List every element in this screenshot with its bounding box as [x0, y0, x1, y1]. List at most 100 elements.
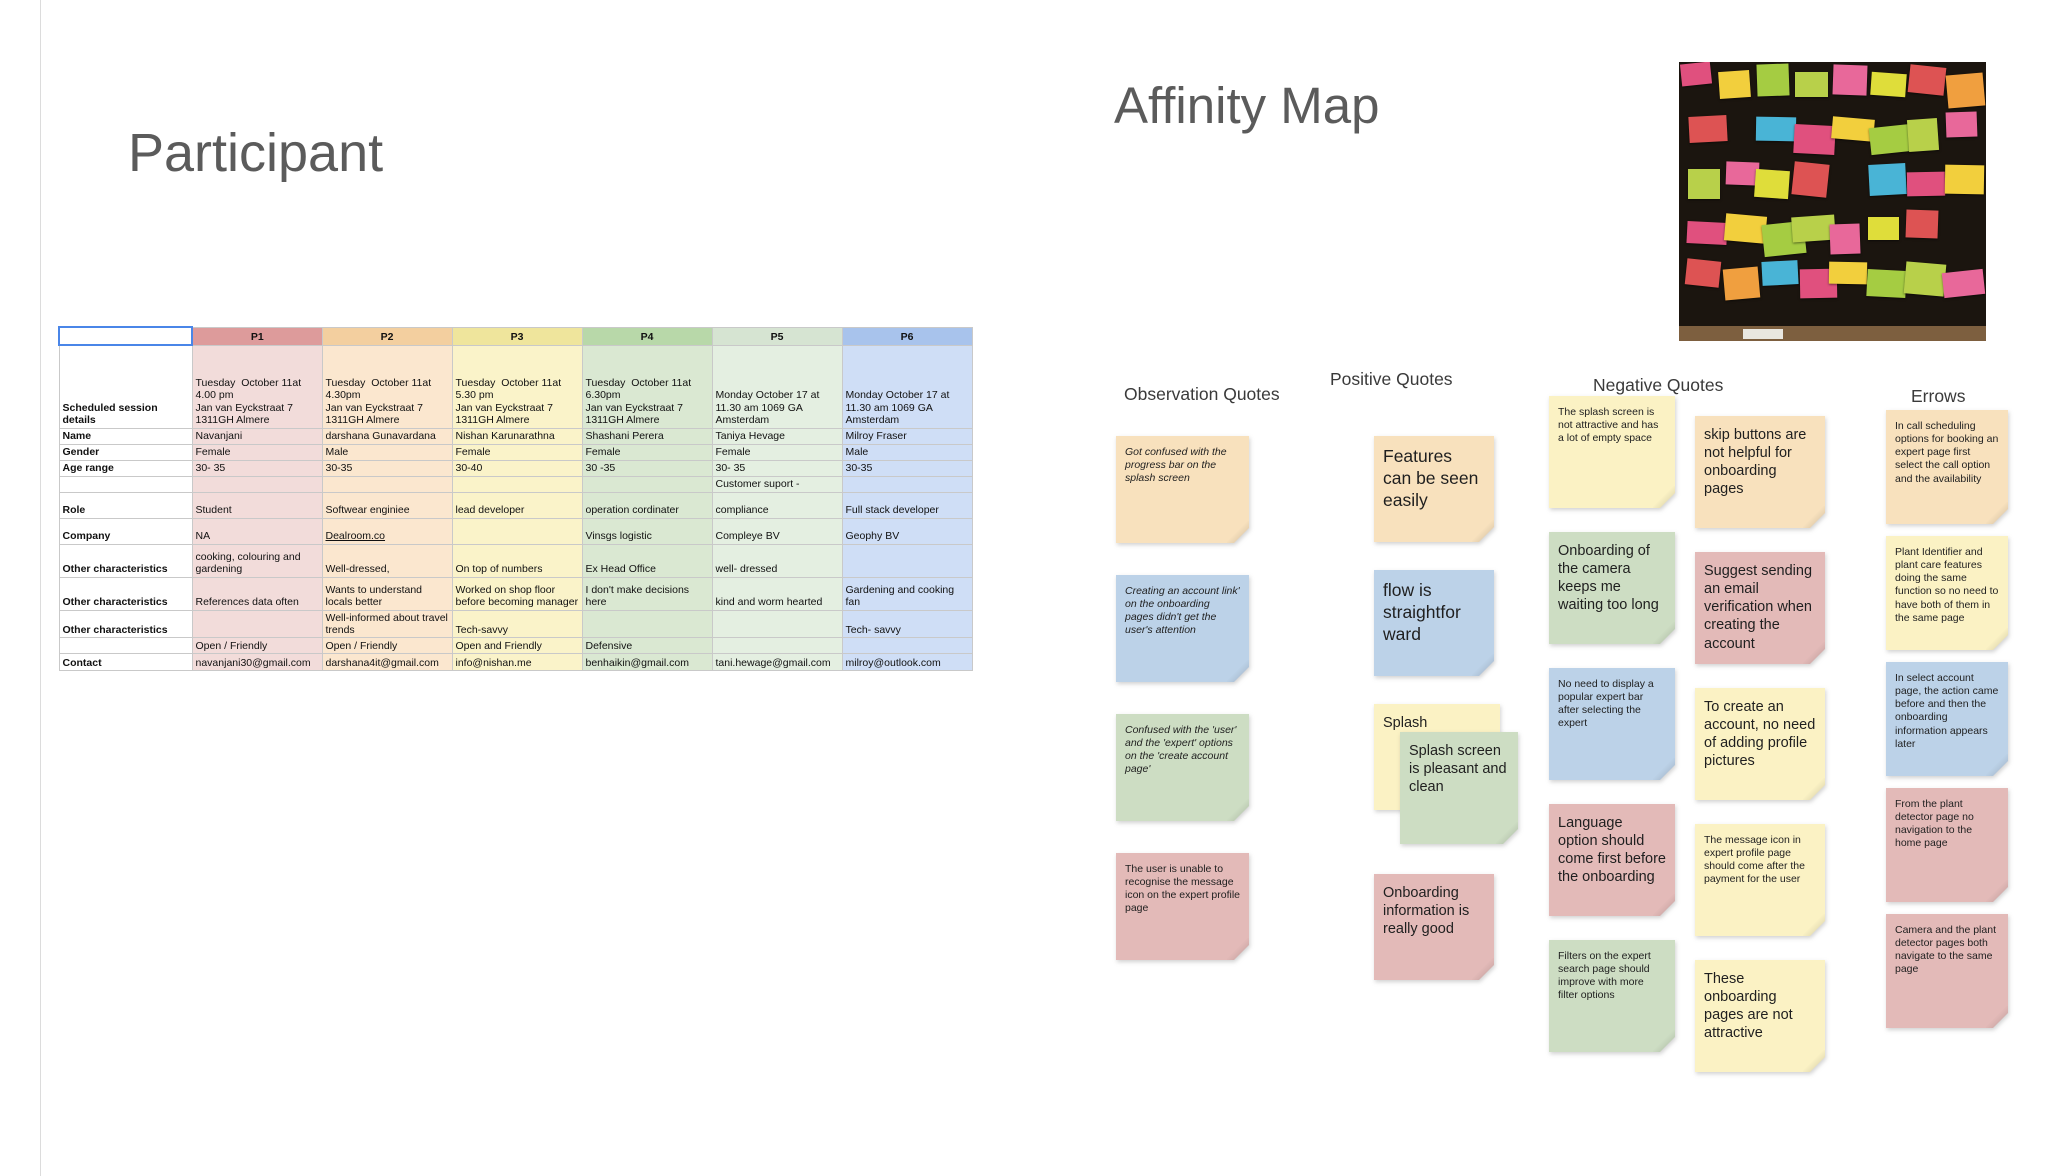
table-cell[interactable]: Shashani Perera — [581, 427, 713, 445]
table-cell[interactable]: Female — [711, 443, 843, 461]
column-header-p2[interactable]: P2 — [321, 326, 453, 346]
table-cell[interactable] — [191, 609, 323, 639]
table-cell[interactable]: 30-35 — [321, 459, 453, 477]
table-cell[interactable]: 30-35 — [841, 459, 973, 477]
sticky-note[interactable]: To create an account, no need of adding … — [1695, 688, 1825, 800]
table-cell[interactable]: navanjani30@gmail.com — [191, 653, 323, 672]
sticky-note[interactable]: The splash screen is not attractive and … — [1549, 396, 1675, 508]
table-cell[interactable]: Tech- savvy — [841, 609, 973, 639]
table-cell[interactable]: Tuesday October 11at 6.30pm Jan van Eyck… — [581, 344, 713, 429]
sticky-note[interactable]: Language option should come first before… — [1549, 804, 1675, 916]
sticky-note[interactable]: Creating an account link' on the onboard… — [1116, 575, 1249, 682]
table-cell[interactable]: Female — [451, 443, 583, 461]
table-cell[interactable]: well- dressed — [711, 543, 843, 578]
table-cell[interactable]: Defensive — [581, 637, 713, 655]
table-cell[interactable]: Compleye BV — [711, 517, 843, 545]
sticky-note[interactable]: No need to display a popular expert bar … — [1549, 668, 1675, 780]
table-cell[interactable]: Dealroom.co — [321, 517, 453, 545]
table-cell[interactable]: kind and worm hearted — [711, 576, 843, 611]
table-cell[interactable]: Well-informed about travel trends — [321, 609, 453, 639]
table-cell[interactable] — [321, 475, 453, 493]
sticky-note[interactable]: flow is straightfor ward — [1374, 570, 1494, 676]
table-cell[interactable] — [191, 475, 323, 493]
row-label[interactable]: Other characteristics — [58, 609, 193, 639]
sticky-note[interactable]: In call scheduling options for booking a… — [1886, 410, 2008, 524]
table-cell[interactable]: Male — [321, 443, 453, 461]
table-cell[interactable]: Full stack developer — [841, 491, 973, 519]
column-header-p4[interactable]: P4 — [581, 326, 713, 346]
row-label[interactable] — [58, 475, 193, 493]
sticky-note[interactable]: Confused with the 'user' and the 'expert… — [1116, 714, 1249, 821]
table-cell[interactable] — [581, 475, 713, 493]
table-cell[interactable]: Gardening and cooking fan — [841, 576, 973, 611]
row-label[interactable]: Contact — [58, 653, 193, 672]
sticky-note[interactable]: Onboarding information is really good — [1374, 874, 1494, 980]
sticky-note[interactable]: The user is unable to recognise the mess… — [1116, 853, 1249, 960]
column-header-p5[interactable]: P5 — [711, 326, 843, 346]
table-cell[interactable] — [841, 475, 973, 493]
table-cell[interactable]: Open / Friendly — [191, 637, 323, 655]
table-cell[interactable]: Tech-savvy — [451, 609, 583, 639]
row-label[interactable]: Scheduled session details — [58, 344, 193, 429]
table-cell[interactable]: Well-dressed, — [321, 543, 453, 578]
row-label[interactable]: Other characteristics — [58, 576, 193, 611]
table-cell[interactable]: Ex Head Office — [581, 543, 713, 578]
sticky-note[interactable]: Plant Identifier and plant care features… — [1886, 536, 2008, 650]
column-header-p6[interactable]: P6 — [841, 326, 973, 346]
table-cell[interactable]: 30- 35 — [191, 459, 323, 477]
sticky-note[interactable]: These onboarding pages are not attractiv… — [1695, 960, 1825, 1072]
table-cell[interactable]: 30-40 — [451, 459, 583, 477]
table-cell[interactable]: cooking, colouring and gardening — [191, 543, 323, 578]
table-cell[interactable] — [451, 475, 583, 493]
table-cell[interactable]: Monday October 17 at 11.30 am 1069 GA Am… — [841, 344, 973, 429]
table-cell[interactable]: compliance — [711, 491, 843, 519]
table-cell[interactable]: Female — [581, 443, 713, 461]
table-cell[interactable]: Geophy BV — [841, 517, 973, 545]
table-cell[interactable]: milroy@outlook.com — [841, 653, 973, 672]
table-cell[interactable]: Monday October 17 at 11.30 am 1069 GA Am… — [711, 344, 843, 429]
table-cell[interactable]: Tuesday October 11at 4.00 pm Jan van Eyc… — [191, 344, 323, 429]
table-cell[interactable]: Taniya Hevage — [711, 427, 843, 445]
table-cell[interactable]: operation cordinater — [581, 491, 713, 519]
table-cell[interactable]: Tuesday October 11at 4.30pm Jan van Eyck… — [321, 344, 453, 429]
table-cell[interactable]: Female — [191, 443, 323, 461]
table-cell[interactable]: I don't make decisions here — [581, 576, 713, 611]
column-header-p3[interactable]: P3 — [451, 326, 583, 346]
table-cell[interactable]: Milroy Fraser — [841, 427, 973, 445]
row-label[interactable]: Gender — [58, 443, 193, 461]
table-cell[interactable] — [841, 543, 973, 578]
table-cell[interactable]: darshana4it@gmail.com — [321, 653, 453, 672]
table-cell[interactable]: lead developer — [451, 491, 583, 519]
sticky-note[interactable]: Splash screen is pleasant and clean — [1400, 732, 1518, 844]
sticky-note[interactable]: Camera and the plant detector pages both… — [1886, 914, 2008, 1028]
sticky-note[interactable]: Got confused with the progress bar on th… — [1116, 436, 1249, 543]
table-cell[interactable]: 30 -35 — [581, 459, 713, 477]
table-cell[interactable]: References data often — [191, 576, 323, 611]
sticky-note[interactable]: Features can be seen easily — [1374, 436, 1494, 542]
table-cell[interactable]: benhaikin@gmail.com — [581, 653, 713, 672]
table-cell[interactable]: Male — [841, 443, 973, 461]
table-cell[interactable]: darshana Gunavardana — [321, 427, 453, 445]
sticky-note[interactable]: The message icon in expert profile page … — [1695, 824, 1825, 936]
table-cell[interactable]: tani.hewage@gmail.com — [711, 653, 843, 672]
sticky-note[interactable]: Suggest sending an email verification wh… — [1695, 552, 1825, 664]
sticky-note[interactable]: skip buttons are not helpful for onboard… — [1695, 416, 1825, 528]
table-cell[interactable]: Vinsgs logistic — [581, 517, 713, 545]
table-cell[interactable]: Worked on shop floor before becoming man… — [451, 576, 583, 611]
table-cell[interactable]: Wants to understand locals better — [321, 576, 453, 611]
table-cell[interactable]: NA — [191, 517, 323, 545]
table-cell[interactable]: info@nishan.me — [451, 653, 583, 672]
table-cell[interactable] — [581, 609, 713, 639]
table-cell[interactable] — [711, 609, 843, 639]
row-label[interactable]: Age range — [58, 459, 193, 477]
sticky-note[interactable]: From the plant detector page no navigati… — [1886, 788, 2008, 902]
table-cell[interactable]: Nishan Karunarathna — [451, 427, 583, 445]
row-label[interactable] — [58, 637, 193, 655]
row-label[interactable]: Role — [58, 491, 193, 519]
table-cell[interactable]: Navanjani — [191, 427, 323, 445]
table-cell[interactable]: Open / Friendly — [321, 637, 453, 655]
table-cell[interactable]: Student — [191, 491, 323, 519]
sticky-note[interactable]: In select account page, the action came … — [1886, 662, 2008, 776]
table-corner-cell[interactable] — [58, 326, 193, 346]
table-cell[interactable] — [711, 637, 843, 655]
